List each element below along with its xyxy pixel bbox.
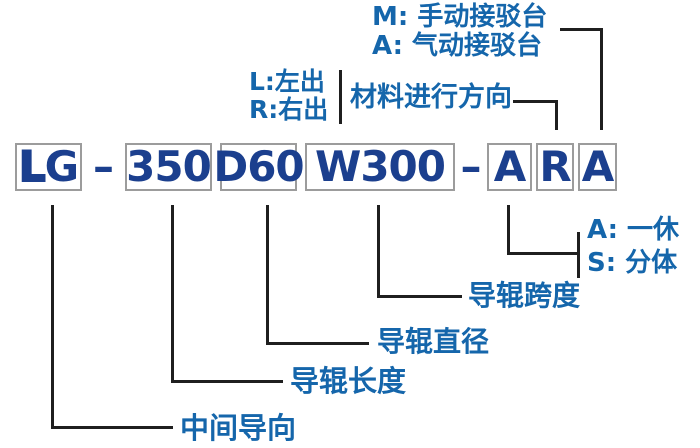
connector-dock-vertical — [600, 28, 603, 130]
dock-type-option-m: M: 手动接驳台 — [372, 2, 548, 32]
code-box-a2: A — [578, 143, 617, 191]
connector-span-horizontal — [377, 295, 462, 298]
connector-guide-vertical — [51, 205, 54, 429]
connector-body-vertical — [507, 205, 510, 255]
connector-length-horizontal — [171, 380, 283, 383]
code-box-w300: W300 — [305, 143, 455, 191]
code-box-350: 350 — [125, 142, 212, 191]
exit-direction-label: L:左出 R:右出 — [249, 68, 328, 124]
connector-diameter-vertical — [266, 205, 269, 345]
exit-right-option: R:右出 — [249, 95, 329, 124]
code-prefix-rest: G — [44, 142, 79, 191]
connector-length-vertical — [171, 205, 174, 383]
dock-type-label: M: 手动接驳台 A: 气动接驳台 — [372, 3, 547, 61]
code-prefix-bold: L — [18, 142, 47, 191]
body-type-option-a: A: 一休 — [587, 215, 680, 245]
code-dash-1: – — [93, 142, 114, 191]
connector-direction-horizontal — [513, 100, 558, 103]
connector-guide-horizontal — [51, 426, 173, 429]
roller-diameter-label: 导辊直径 — [377, 325, 490, 358]
connector-direction-vertical — [555, 100, 558, 130]
connector-dock-horizontal — [560, 28, 603, 31]
roller-span-label: 导辊跨度 — [468, 279, 581, 312]
material-direction-label: 材料进行方向 — [350, 82, 512, 113]
roller-length-label: 导辊长度 — [290, 364, 407, 398]
connector-body-tick — [577, 232, 580, 278]
code-dash-2: – — [460, 142, 482, 191]
exit-left-option: L:左出 — [249, 67, 325, 96]
body-type-label: A: 一休 S: 分体 — [587, 214, 679, 280]
body-type-option-s: S: 分体 — [587, 248, 678, 278]
code-box-r: R — [536, 143, 574, 191]
middle-guide-label: 中间导向 — [180, 411, 297, 445]
connector-span-vertical — [377, 205, 380, 298]
dock-type-option-a: A: 气动接驳台 — [372, 31, 543, 61]
code-box-d60: D60 — [213, 142, 305, 191]
code-box-a1: A — [487, 143, 532, 191]
connector-diameter-horizontal — [266, 342, 369, 345]
divider-line — [339, 70, 342, 124]
connector-body-horizontal — [507, 252, 580, 255]
